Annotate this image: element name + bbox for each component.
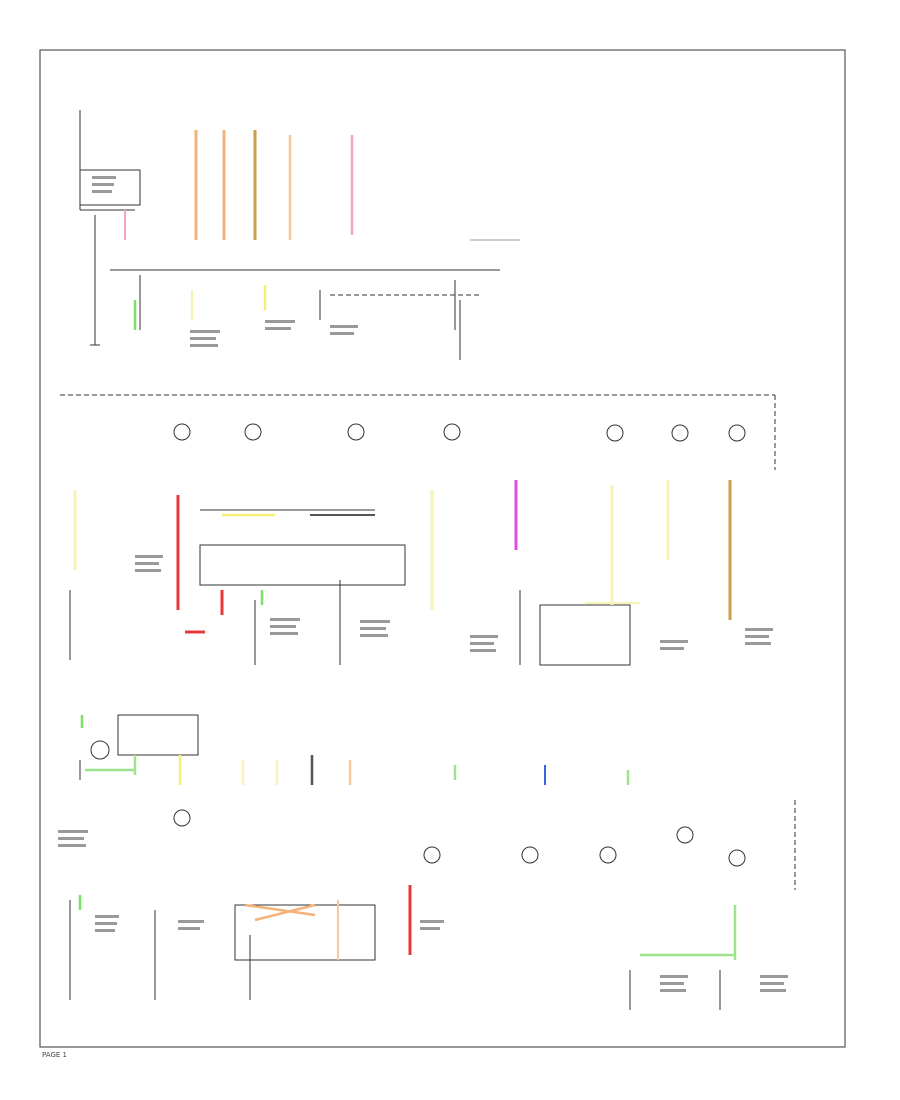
bulb-icon-6 [671, 424, 689, 442]
bulb-icon-1 [173, 423, 191, 441]
instrument-cluster-section [60, 394, 776, 666]
lower-colored-wires [78, 715, 737, 960]
bulb-icon-14 [728, 849, 746, 867]
bulb-icon-2 [244, 423, 262, 441]
wire-orange-3 [244, 903, 316, 917]
wire-orange-4 [254, 903, 316, 922]
bulb-icon-10 [423, 846, 441, 864]
middle-colored-wires [73, 480, 732, 634]
bulb-icon-4 [443, 423, 461, 441]
top-colored-wires [124, 130, 354, 330]
bulb-icon-13 [676, 826, 694, 844]
corner-label: PAGE 1 [42, 1051, 67, 1059]
diagram-border [39, 49, 846, 1048]
indicator-bulbs-lower [90, 740, 746, 867]
bulb-icon-3 [347, 423, 365, 441]
lower-section [69, 714, 796, 1010]
bulb-icon-8 [90, 740, 110, 760]
indicator-bulbs-middle [173, 423, 746, 442]
bulb-icon-12 [599, 846, 617, 864]
component-blocks [58, 176, 788, 992]
bulb-icon-7 [728, 424, 746, 442]
bulb-icon-9 [173, 809, 191, 827]
power-feed-section [79, 110, 520, 360]
bulb-icon-11 [521, 846, 539, 864]
bulb-icon-5 [606, 424, 624, 442]
